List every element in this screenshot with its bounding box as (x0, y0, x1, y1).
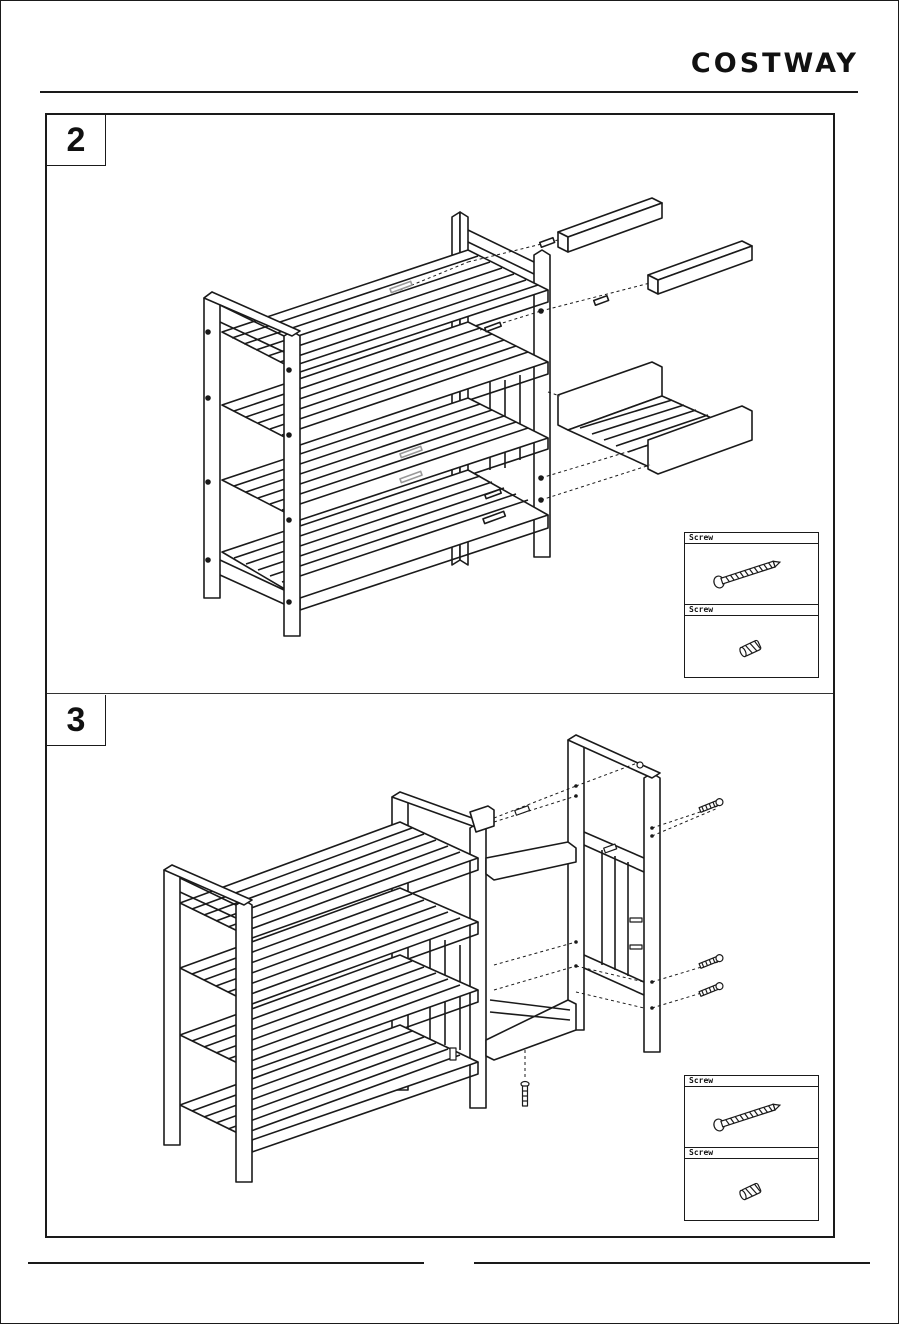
step-3-part-long-screw: Screw (685, 1076, 818, 1148)
part-label: Screw (685, 605, 818, 616)
part-label: Screw (685, 533, 818, 544)
shelves-3 (180, 822, 478, 1152)
dowel-screw-icon (685, 1159, 818, 1220)
dowel-screw-icon (685, 616, 818, 677)
part-label: Screw (685, 1076, 818, 1087)
step-2-parts-box: Screw Screw (684, 532, 819, 678)
footer-rule-left (28, 1262, 424, 1264)
part-label: Screw (685, 1148, 818, 1159)
step-3-parts-box: Screw Screw (684, 1075, 819, 1221)
screw-vertical (521, 1082, 529, 1107)
step-3-part-dowel: Screw (685, 1148, 818, 1220)
step-2-part-dowel: Screw (685, 605, 818, 677)
screw-middle (699, 954, 724, 970)
long-screw-icon (685, 544, 818, 604)
long-screw-icon (685, 1087, 818, 1147)
side-frame-right (568, 735, 660, 1052)
screw-lower (699, 982, 724, 998)
step-3-holes (574, 784, 654, 1010)
screw-upper (699, 798, 724, 814)
footer-rule-right (474, 1262, 870, 1264)
step-2-part-long-screw: Screw (685, 533, 818, 605)
